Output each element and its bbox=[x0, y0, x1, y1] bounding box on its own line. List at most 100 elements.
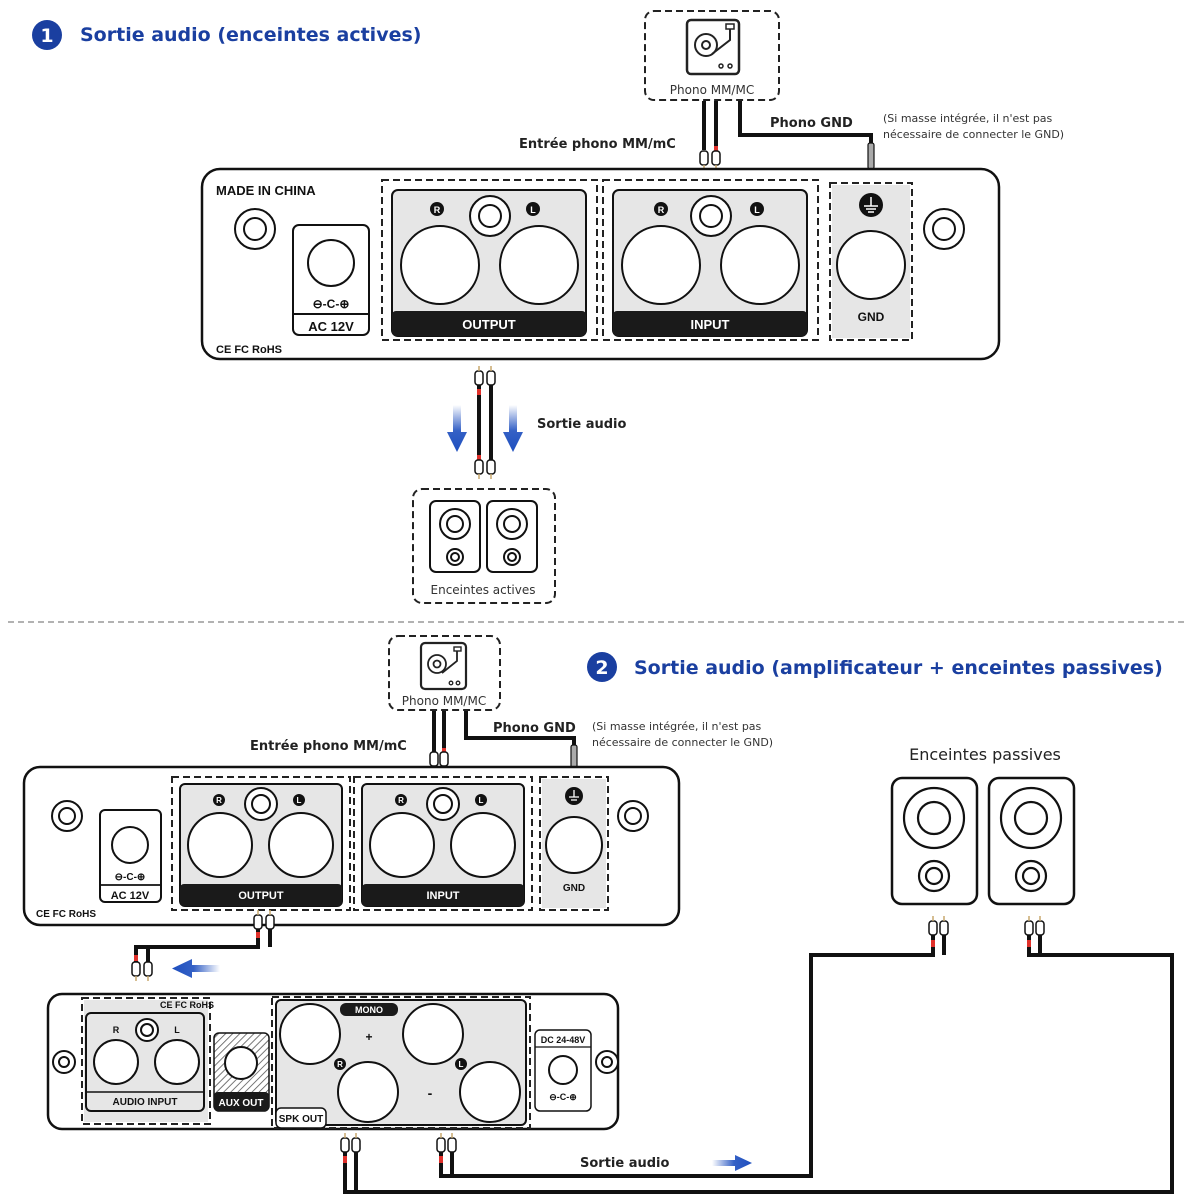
svg-text:OUTPUT: OUTPUT bbox=[238, 890, 284, 902]
svg-text:GND: GND bbox=[858, 310, 885, 324]
svg-text:⊖-C-⊕: ⊖-C-⊕ bbox=[549, 1092, 577, 1102]
gnd-terminal-block: GND bbox=[829, 182, 913, 341]
turntable-icon bbox=[419, 641, 468, 691]
amplifier-panel: CE FC RoHS AUDIO INPUT R L AUX OUT bbox=[46, 992, 620, 1131]
svg-text:GND: GND bbox=[563, 883, 585, 894]
phono-input-label: Entrée phono MM/mC bbox=[250, 739, 407, 754]
phono-gnd-label: Phono GND bbox=[770, 116, 853, 131]
svg-text:AC 12V: AC 12V bbox=[111, 890, 150, 902]
output-rca-block: OUTPUT R L bbox=[171, 776, 351, 911]
mount-hole-left-icon bbox=[234, 208, 276, 250]
mount-hole-left-icon bbox=[51, 800, 83, 832]
svg-text:2: 2 bbox=[595, 657, 608, 679]
speaker-icon bbox=[429, 500, 481, 573]
speaker-cables bbox=[340, 915, 1174, 1194]
mount-hole-right-icon bbox=[617, 800, 649, 832]
speaker-output-block: SPK OUT MONO + - R L bbox=[271, 996, 531, 1129]
svg-text:MONO: MONO bbox=[355, 1005, 383, 1015]
aux-out-jack: AUX OUT bbox=[213, 1032, 270, 1112]
svg-text:L: L bbox=[530, 205, 536, 215]
section-1-title: Sortie audio (enceintes actives) bbox=[80, 24, 421, 46]
down-arrow-icon bbox=[447, 405, 523, 452]
phono-preamp-panel: MADE IN CHINA ⊖-C-⊕ AC 12V CE FC RoHS OU… bbox=[200, 167, 1001, 361]
preamp-to-amp-cable bbox=[131, 909, 275, 982]
svg-text:Phono MM/MC: Phono MM/MC bbox=[402, 694, 486, 708]
dc-power-jack: DC 24-48V ⊖-C-⊕ bbox=[534, 1029, 592, 1112]
step-1-badge: 1 bbox=[32, 20, 62, 50]
section-2: 2 Sortie audio (amplificateur + enceinte… bbox=[22, 635, 1174, 1194]
speaker-icon bbox=[890, 776, 979, 906]
gnd-note-line2: nécessaire de connecter le GND) bbox=[883, 128, 1064, 141]
active-speakers-device: Enceintes actives bbox=[412, 488, 556, 604]
svg-text:SPK OUT: SPK OUT bbox=[279, 1114, 323, 1125]
svg-text:R: R bbox=[113, 1025, 120, 1035]
certification-marks: CE FC RoHS bbox=[36, 909, 96, 920]
svg-text:⊖-C-⊕: ⊖-C-⊕ bbox=[313, 297, 350, 311]
turntable-device: Phono MM/MC bbox=[644, 10, 780, 101]
svg-text:R: R bbox=[216, 796, 222, 805]
right-arrow-icon bbox=[712, 1155, 752, 1171]
svg-text:Enceintes actives: Enceintes actives bbox=[431, 583, 536, 597]
audio-output-cable bbox=[474, 365, 496, 480]
audio-input-block: CE FC RoHS AUDIO INPUT R L bbox=[81, 997, 214, 1125]
svg-text:+: + bbox=[365, 1030, 372, 1044]
mount-hole-left-icon bbox=[52, 1050, 76, 1074]
phono-gnd-label: Phono GND bbox=[493, 721, 576, 736]
speaker-icon bbox=[987, 776, 1076, 906]
passive-speaker-left bbox=[890, 776, 979, 906]
gnd-note-line2: nécessaire de connecter le GND) bbox=[592, 736, 773, 749]
phono-input-label: Entrée phono MM/mC bbox=[519, 137, 676, 152]
power-jack-ac12v: ⊖-C-⊕ AC 12V bbox=[292, 224, 370, 336]
svg-text:R: R bbox=[658, 205, 665, 215]
speaker-icon bbox=[486, 500, 538, 573]
svg-text:L: L bbox=[459, 1060, 464, 1069]
svg-text:DC 24-48V: DC 24-48V bbox=[541, 1035, 586, 1045]
phono-gnd-cable bbox=[738, 101, 875, 170]
svg-text:1: 1 bbox=[40, 25, 53, 47]
svg-text:-: - bbox=[428, 1085, 433, 1101]
phono-preamp-panel: ⊖-C-⊕ AC 12V CE FC RoHS OUTPUT R L I bbox=[22, 765, 681, 927]
svg-text:INPUT: INPUT bbox=[691, 317, 730, 332]
ground-icon bbox=[859, 193, 883, 217]
svg-text:Phono MM/MC: Phono MM/MC bbox=[670, 83, 754, 97]
phono-rca-cable bbox=[429, 711, 449, 772]
audio-output-label: Sortie audio bbox=[580, 1156, 670, 1171]
left-arrow-icon bbox=[172, 959, 220, 978]
passive-speakers-label: Enceintes passives bbox=[909, 745, 1061, 764]
svg-text:L: L bbox=[174, 1025, 180, 1035]
gnd-terminal-block: GND bbox=[539, 776, 609, 911]
svg-text:AUDIO INPUT: AUDIO INPUT bbox=[113, 1097, 178, 1108]
svg-text:R: R bbox=[398, 796, 404, 805]
input-rca-block: INPUT R L bbox=[602, 179, 819, 341]
gnd-note-line1: (Si masse intégrée, il n'est pas bbox=[883, 112, 1053, 125]
certification-marks: CE FC RoHS bbox=[216, 344, 282, 356]
section-2-title: Sortie audio (amplificateur + enceintes … bbox=[634, 657, 1163, 679]
svg-text:AUX OUT: AUX OUT bbox=[219, 1098, 264, 1109]
step-2-badge: 2 bbox=[587, 652, 617, 682]
power-jack-ac12v: ⊖-C-⊕ AC 12V bbox=[99, 809, 162, 903]
svg-text:R: R bbox=[434, 205, 441, 215]
gnd-note-line1: (Si masse intégrée, il n'est pas bbox=[592, 720, 762, 733]
section-1: 1 Sortie audio (enceintes actives) Phono… bbox=[32, 10, 1064, 604]
svg-text:R: R bbox=[337, 1060, 343, 1069]
phono-gnd-cable bbox=[464, 711, 578, 770]
passive-speaker-right bbox=[987, 776, 1076, 906]
svg-text:OUTPUT: OUTPUT bbox=[462, 317, 516, 332]
mount-hole-right-icon bbox=[923, 208, 965, 250]
ground-icon bbox=[565, 787, 583, 805]
svg-text:AC 12V: AC 12V bbox=[308, 319, 354, 334]
turntable-icon bbox=[685, 18, 741, 76]
audio-output-label: Sortie audio bbox=[537, 417, 627, 432]
made-in-china-label: MADE IN CHINA bbox=[216, 183, 316, 198]
input-rca-block: INPUT R L bbox=[353, 776, 533, 911]
phono-rca-cable bbox=[699, 101, 721, 171]
output-rca-block: OUTPUT R L bbox=[381, 179, 598, 341]
svg-text:INPUT: INPUT bbox=[427, 890, 460, 902]
certification-marks: CE FC RoHS bbox=[160, 1000, 214, 1010]
mount-hole-right-icon bbox=[595, 1050, 619, 1074]
svg-text:⊖-C-⊕: ⊖-C-⊕ bbox=[115, 872, 146, 883]
svg-text:L: L bbox=[754, 205, 760, 215]
svg-text:L: L bbox=[479, 796, 484, 805]
svg-text:L: L bbox=[297, 796, 302, 805]
